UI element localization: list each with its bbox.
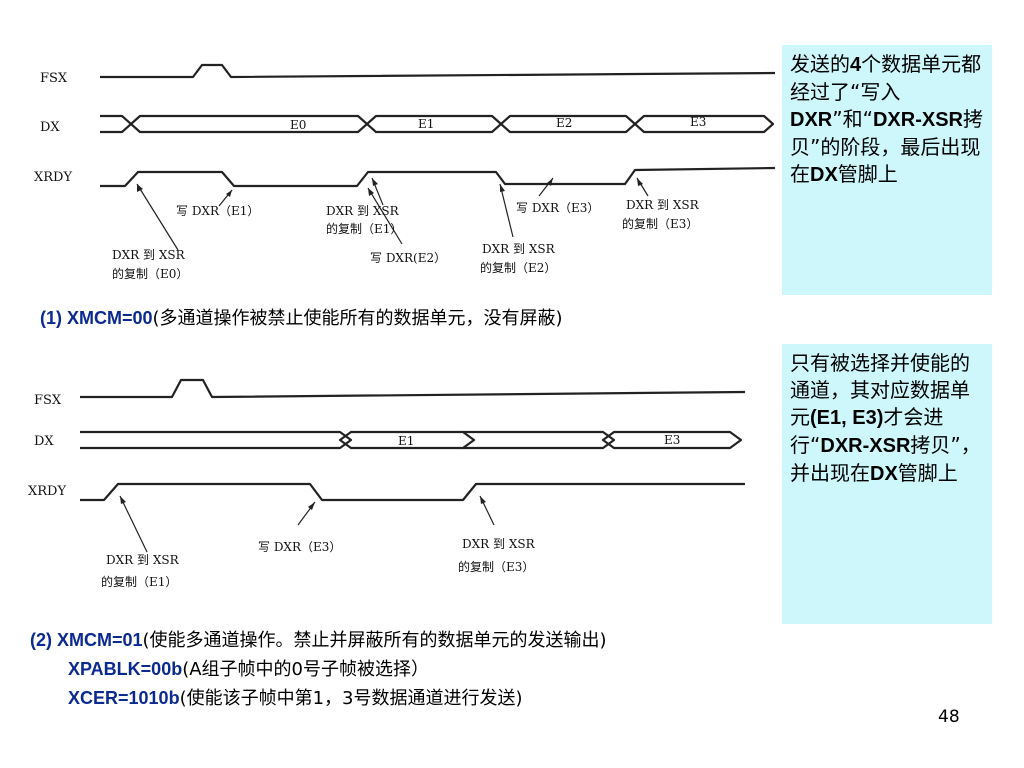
signal-label-dx-2: DX [34,434,54,449]
dx-cell-e2: E2 [556,116,572,130]
bottom-anno-copy-e3-l2: 的复制（E3） [458,559,534,574]
page-number: 48 [938,707,960,727]
bottom-anno-write-e3: 写 DXR（E3） [258,540,341,554]
callout-top-bold-1: 4 [850,54,862,76]
callout-bottom-text-3: 拷贝”，并出现在 [790,433,981,485]
dx-bus-waveform [100,114,775,134]
xrdy-waveform-2 [80,482,745,502]
callout-top-text-1: 发送的 [790,52,850,76]
top-anno-copy-e3-l1: DXR 到 XSR [626,198,700,212]
top-anno-copy-e1-l1: DXR 到 XSR [326,204,400,218]
top-annotation-arrows [136,177,649,251]
callout-bottom-bold-1: (E1, E3) [810,407,884,429]
bottom-timing-diagram: FSX DX XRDY E1 E3 DXR 到 XSR 的复制（E1） 写 DX… [28,378,746,589]
callout-top-text-3: ”和“ [832,107,873,131]
callout-bottom-text-1: 只有被选择并使能的通道，其对应数据单元 [790,351,970,429]
top-anno-write-e1: 写 DXR（E1） [176,204,259,218]
caption-2-setting: (2) XMCM=01 [30,630,143,650]
dx-bus-waveform-2 [80,430,743,450]
callout-top-bold-2: DXR [790,109,833,131]
caption-mode-1: (1) XMCM=00(多通道操作被禁止使能所有的数据单元，没有屏蔽) [40,306,563,331]
signal-label-fsx: FSX [40,71,68,86]
fsx-waveform-2 [80,378,746,399]
dx-cell-e1: E1 [418,117,434,131]
dx-cell-e3: E3 [690,115,706,129]
callout-top-bold-4: DX [810,164,838,186]
dx-cell-e3-2: E3 [664,433,680,447]
dx-cell-e0: E0 [290,118,306,132]
caption-mode-2-line-3: XCER=1010b(使能该子帧中第1，3号数据通道进行发送) [68,686,523,711]
bottom-annotation-arrows [119,495,495,553]
top-anno-copy-e2-l2: 的复制（E2） [480,260,556,275]
fsx-waveform [100,63,776,79]
callout-bottom-bold-3: DX [870,463,898,485]
bottom-anno-copy-e1-l1: DXR 到 XSR [106,553,180,567]
top-anno-write-e2: 写 DXR(E2） [370,251,446,265]
top-timing-diagram: FSX DX XRDY E0 E1 E2 E3 DXR [34,63,776,281]
top-anno-copy-e0-l2: 的复制（E0） [112,266,188,281]
signal-label-fsx-2: FSX [34,393,62,408]
top-anno-copy-e0-l1: DXR 到 XSR [112,248,186,262]
callout-bottom-text-2: 才会进行“ [790,405,944,457]
caption-2-xcer: XCER=1010b [68,688,180,708]
caption-2-xpablk-desc: (A组子帧中的0号子帧被选择） [182,659,429,680]
caption-2-xpablk: XPABLK=00b [68,659,183,679]
callout-bottom-text-4: 管脚上 [897,461,958,485]
top-anno-copy-e1-l2: 的复制（E1） [326,221,402,236]
caption-1-setting: (1) XMCM=00 [40,308,153,328]
callout-top-text-4: 拷贝”的阶段，最后出现在 [790,107,983,186]
caption-mode-2-line-2: XPABLK=00b(A组子帧中的0号子帧被选择） [68,657,429,682]
caption-2-xcer-desc: (使能该子帧中第1，3号数据通道进行发送) [179,688,523,709]
callout-bottom-bold-2: DXR-XSR [820,435,911,457]
bottom-anno-copy-e3-l1: DXR 到 XSR [462,537,536,551]
timing-diagrams: FSX DX XRDY E0 E1 E2 E3 DXR [28,63,776,589]
callout-top-text-2: 个数据单元都经过了“写入 [790,52,982,104]
signal-label-xrdy: XRDY [34,170,72,185]
callout-top: 发送的4个数据单元都经过了“写入 DXR”和“DXR-XSR拷贝”的阶段，最后出现… [782,45,992,295]
top-anno-write-e3: 写 DXR（E3） [516,201,599,215]
signal-label-xrdy-2: XRDY [28,484,66,499]
callout-top-text-5: 管脚上 [837,162,898,186]
dx-cell-e1-2: E1 [398,434,414,448]
top-anno-copy-e2-l1: DXR 到 XSR [482,242,556,256]
caption-1-desc: (多通道操作被禁止使能所有的数据单元，没有屏蔽) [152,308,563,329]
callout-top-bold-3: DXR-XSR [872,109,963,131]
caption-2-desc: (使能多通道操作。禁止并屏蔽所有的数据单元的发送输出) [142,630,607,651]
caption-mode-2-line-1: (2) XMCM=01(使能多通道操作。禁止并屏蔽所有的数据单元的发送输出) [30,628,607,653]
bottom-anno-copy-e1-l2: 的复制（E1） [101,574,177,589]
top-anno-copy-e3-l2: 的复制（E3） [622,216,698,231]
xrdy-waveform [100,166,776,188]
signal-label-dx: DX [40,120,60,135]
callout-bottom: 只有被选择并使能的通道，其对应数据单元(E1, E3)才会进行“DXR-XSR拷… [782,344,992,624]
